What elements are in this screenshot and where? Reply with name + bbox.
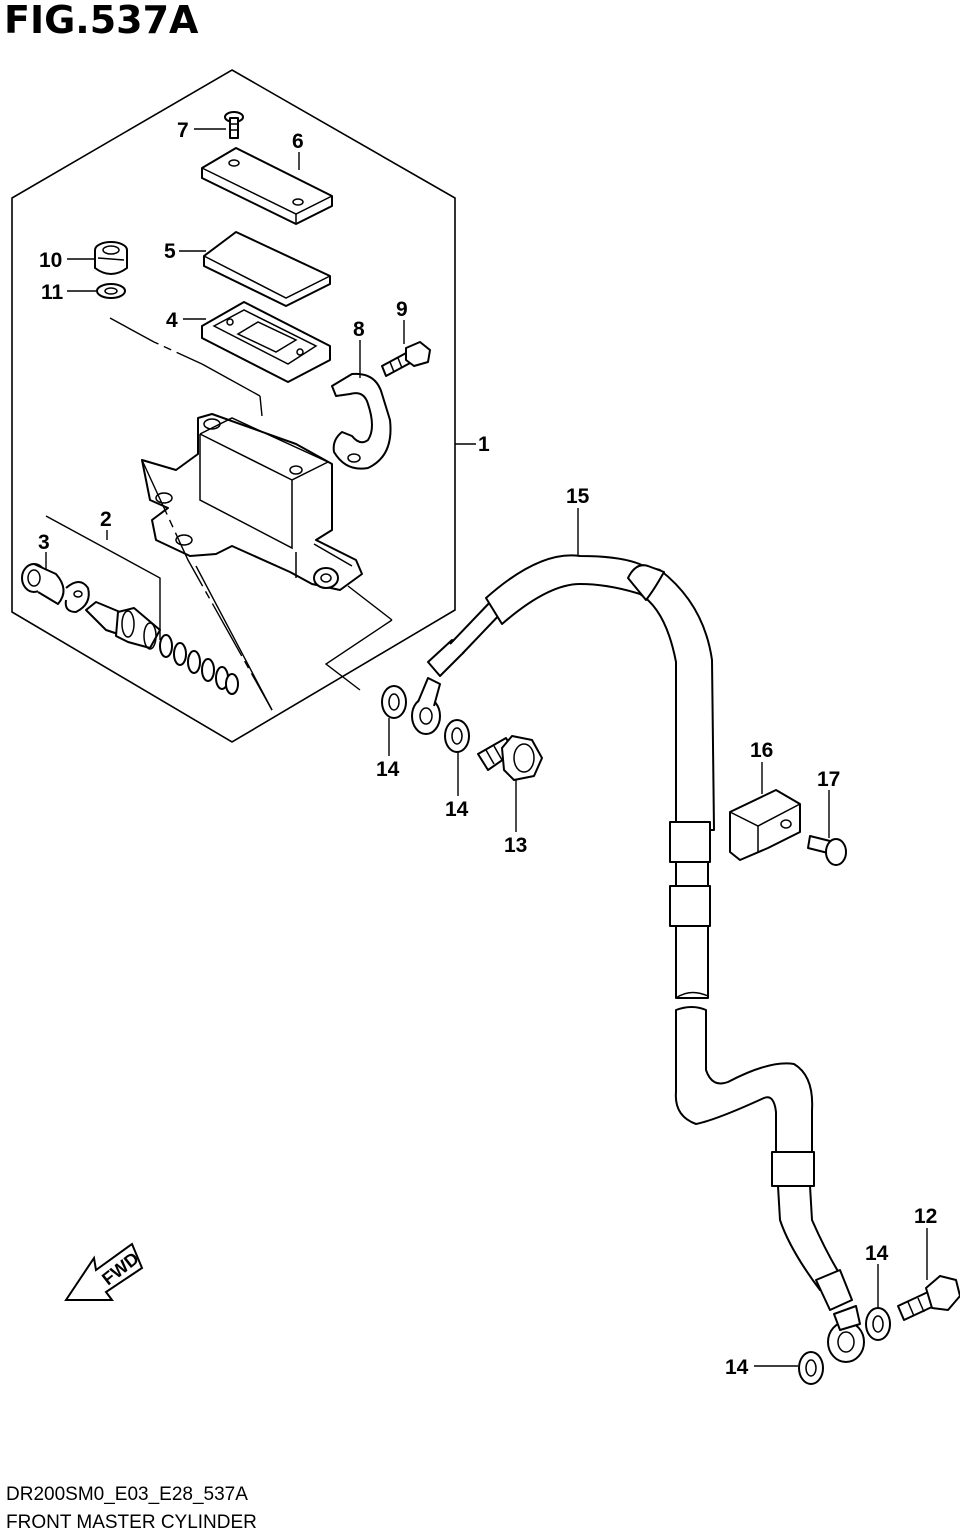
figure-code: DR200SM0_E03_E28_537A <box>6 1484 248 1505</box>
callout-4: 4 <box>166 309 178 332</box>
part-6-reservoir-cap[interactable] <box>201 147 333 225</box>
figure-title: FIG.537A <box>4 0 199 42</box>
part-12-banjo-bolt[interactable] <box>897 1275 960 1321</box>
callout-10: 10 <box>39 249 62 272</box>
callout-12: 12 <box>914 1205 937 1228</box>
callout-14-upper-a: 14 <box>376 758 400 781</box>
callout-16: 16 <box>750 739 773 762</box>
leader-lines <box>45 128 928 1367</box>
parts-diagram: FWD 7 6 10 11 5 4 9 8 1 2 3 <box>11 69 960 1385</box>
callout-6: 6 <box>292 130 304 153</box>
fwd-arrow-icon: FWD <box>64 1242 144 1301</box>
part-4-diaphragm[interactable] <box>201 301 331 383</box>
assembly-boundary <box>11 69 456 743</box>
part-14-washer-upper-b[interactable] <box>444 719 470 753</box>
callout-labels: 7 6 10 11 5 4 9 8 1 2 3 15 14 14 13 16 1… <box>38 119 937 1379</box>
part-3-circlip[interactable] <box>64 581 90 613</box>
part-14-washer-lower-a[interactable] <box>865 1307 891 1341</box>
part-15-brake-hose[interactable] <box>411 554 865 1363</box>
part-8-holder[interactable] <box>331 372 392 470</box>
callout-14-upper-b: 14 <box>445 798 469 821</box>
part-14-washer-upper-a[interactable] <box>381 685 407 719</box>
part-11-washer[interactable] <box>96 283 126 299</box>
callout-11: 11 <box>41 281 64 304</box>
part-2-piston-spring[interactable] <box>85 601 239 695</box>
master-cylinder-body[interactable] <box>141 413 363 591</box>
callout-1: 1 <box>478 433 490 456</box>
part-7-screw[interactable] <box>224 111 244 139</box>
callout-17: 17 <box>817 768 840 791</box>
callout-15: 15 <box>566 485 590 508</box>
callout-3: 3 <box>38 531 50 554</box>
callout-14-lower-b: 14 <box>725 1356 749 1379</box>
part-16-clamp[interactable] <box>729 789 801 861</box>
part-14-washer-lower-b[interactable] <box>798 1351 824 1385</box>
part-3-cup[interactable] <box>21 563 65 605</box>
part-13-banjo-bolt[interactable] <box>477 735 543 781</box>
callout-7: 7 <box>177 119 189 142</box>
callout-9: 9 <box>396 298 408 321</box>
part-5-plate[interactable] <box>203 231 331 307</box>
callout-13: 13 <box>504 834 527 857</box>
part-9-bolt[interactable] <box>381 341 431 377</box>
callout-2: 2 <box>100 508 112 531</box>
callout-5: 5 <box>164 240 176 263</box>
part-17-screw[interactable] <box>807 835 847 866</box>
callout-8: 8 <box>353 318 365 341</box>
callout-14-lower-a: 14 <box>865 1242 889 1265</box>
part-10-boot[interactable] <box>94 241 128 275</box>
figure-name: FRONT MASTER CYLINDER <box>6 1512 257 1533</box>
guide-lines <box>109 317 393 711</box>
